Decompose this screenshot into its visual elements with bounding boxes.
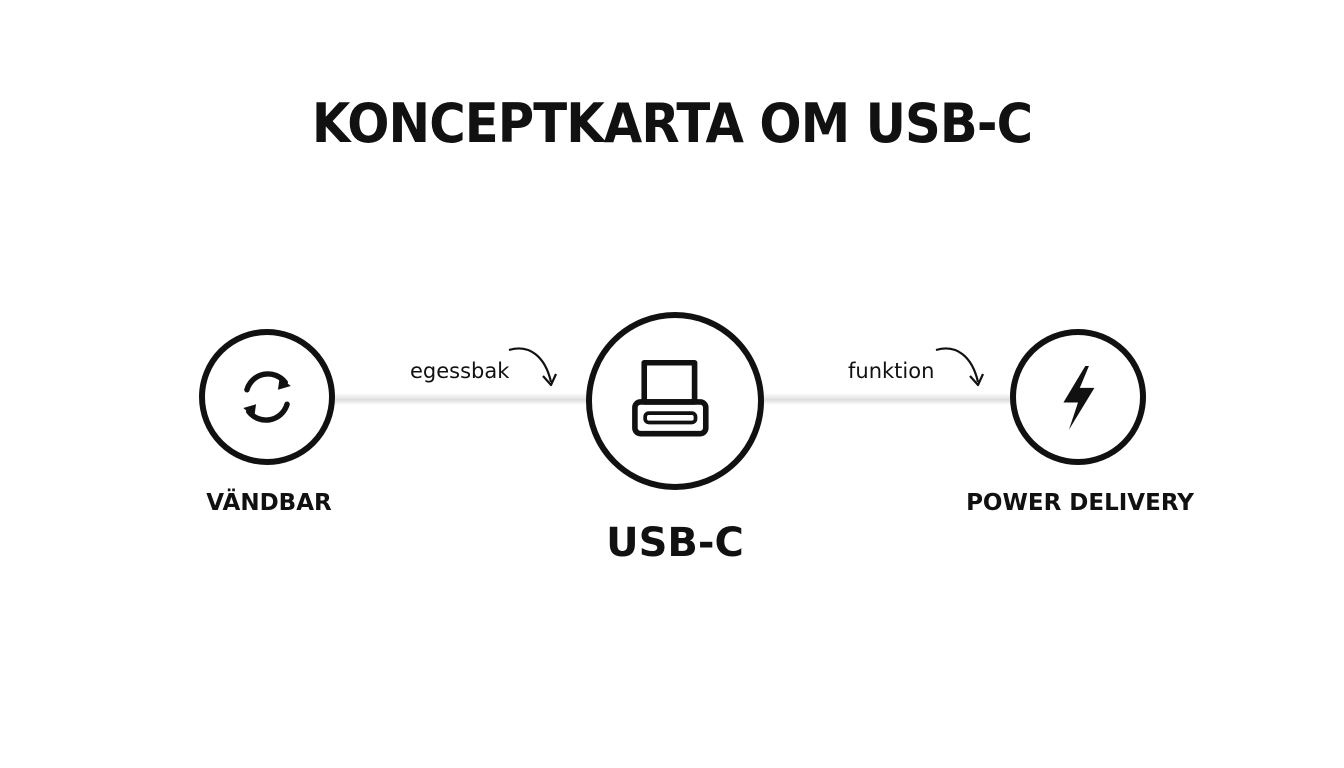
connector-left [330, 393, 592, 405]
usb-c-connector-icon [632, 359, 709, 437]
edge-label-left: egessbak [410, 359, 510, 383]
node-usb-c [586, 312, 764, 490]
connector-right [760, 393, 1014, 405]
page-title: KONCEPTKARTA OM USB-C [311, 92, 1033, 155]
lightning-bolt-icon [1063, 366, 1095, 430]
node-label-power-delivery: POWER DELIVERY [966, 490, 1194, 516]
curved-arrow-icon [508, 347, 558, 387]
node-label-usb-c: USB-C [606, 520, 744, 566]
node-vandbar [199, 329, 335, 465]
node-power-delivery [1010, 329, 1146, 465]
edge-label-right: funktion [848, 359, 935, 383]
curved-arrow-icon [935, 347, 985, 387]
node-label-vandbar: VÄNDBAR [206, 490, 332, 516]
reversible-arrows-icon [243, 371, 291, 423]
